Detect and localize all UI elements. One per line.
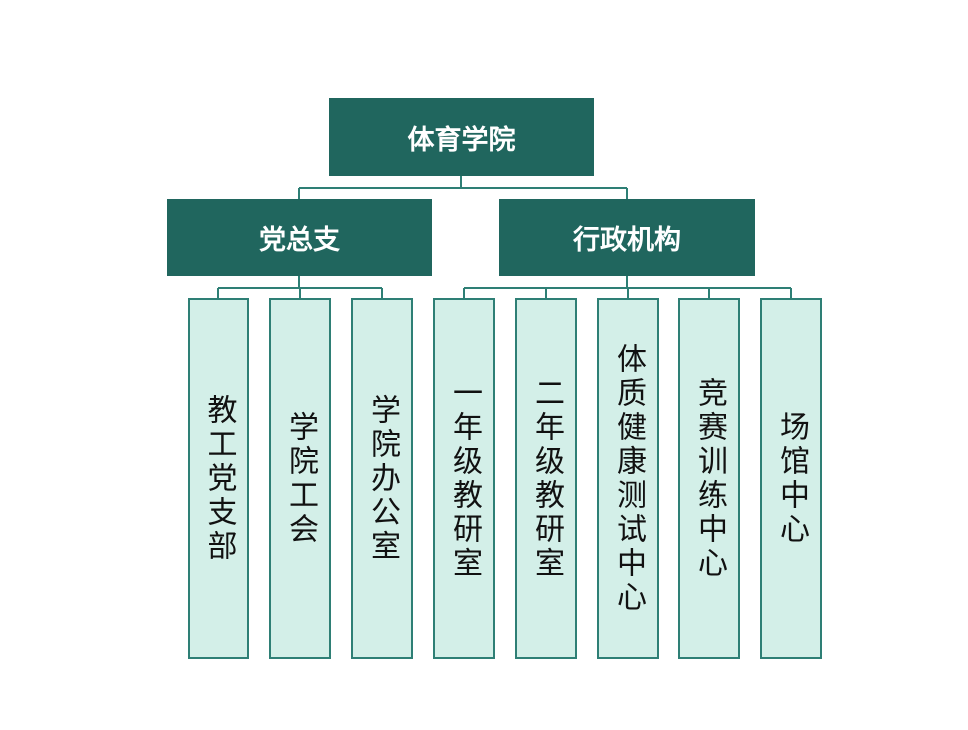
level2-node-label: 二年级教研室 [529,376,564,581]
level2-node: 学院工会 [269,298,331,659]
level2-node: 场馆中心 [760,298,822,659]
level2-node: 一年级教研室 [433,298,495,659]
root-node-label: 体育学院 [407,124,516,156]
level2-node-label: 学院办公室 [365,393,400,564]
level2-node-label: 竞赛训练中心 [692,376,727,581]
level2-node: 学院办公室 [351,298,413,659]
level1-node-label: 党总支 [259,225,340,256]
root-node: 体育学院 [329,98,594,176]
level2-node-label: 体质健康测试中心 [611,342,646,615]
level2-node-label: 场馆中心 [774,410,809,547]
level2-node: 体质健康测试中心 [597,298,659,659]
level1-node-label: 行政机构 [573,225,681,256]
level2-node-label: 学院工会 [283,410,318,547]
level2-node: 教工党支部 [188,298,249,659]
level2-node-label: 一年级教研室 [447,376,482,581]
level2-node: 竞赛训练中心 [678,298,740,659]
level2-node: 二年级教研室 [515,298,577,659]
level1-node-admin: 行政机构 [499,199,755,276]
level1-node-party: 党总支 [167,199,432,276]
level2-node-label: 教工党支部 [201,393,237,564]
